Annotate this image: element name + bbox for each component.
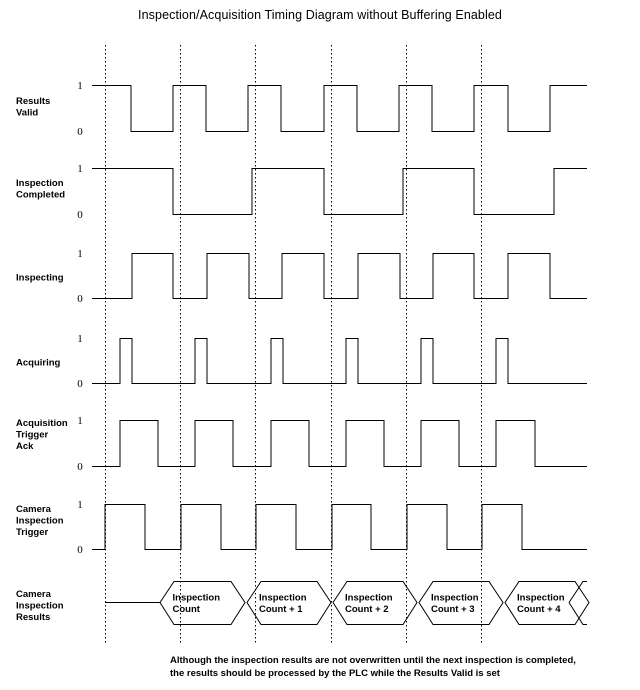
bus-cell-hexagon — [418, 581, 504, 625]
camera-inspection-results-bus: CameraInspectionResultsInspectionCountIn… — [16, 581, 590, 625]
signal-label-camera-inspection-trigger: Trigger — [16, 527, 49, 538]
page-title: Inspection/Acquisition Timing Diagram wi… — [138, 8, 502, 22]
signal-label-camera-inspection-results: Inspection — [16, 601, 64, 612]
signal-label-camera-inspection-results: Camera — [16, 589, 52, 600]
bus-cell-label: Count + 1 — [259, 604, 303, 615]
signal-label-inspecting: Inspecting — [16, 273, 64, 284]
level-tick-high: 1 — [77, 415, 83, 427]
level-tick-low: 0 — [77, 209, 83, 221]
bus-cell-hexagon — [504, 581, 590, 625]
footnote-note: Although the inspection results are not … — [170, 655, 640, 680]
signal-waveforms-group: ResultsValid10InspectionCompleted10Inspe… — [16, 80, 587, 556]
footnote-line-2: the results should be processed by the P… — [170, 667, 500, 679]
level-tick-low: 0 — [77, 378, 83, 390]
signal-label-acquisition-trigger-ack: Acquisition — [16, 418, 68, 429]
level-tick-low: 0 — [77, 126, 83, 138]
footnote-line-1: Although the inspection results are not … — [170, 655, 576, 666]
level-tick-high: 1 — [77, 499, 83, 511]
signal-label-acquiring: Acquiring — [16, 358, 61, 369]
signal-label-acquisition-trigger-ack: Ack — [16, 441, 34, 452]
bus-cell-label: Inspection — [259, 592, 307, 603]
signal-label-camera-inspection-results: Results — [16, 612, 50, 623]
level-tick-low: 0 — [77, 461, 83, 473]
level-tick-high: 1 — [77, 80, 83, 92]
signal-label-results-valid: Results — [16, 96, 50, 107]
bus-cell-label: Count + 2 — [345, 604, 389, 615]
bus-cell-label: Count + 3 — [431, 604, 475, 615]
waveform-acquisition-trigger-ack — [92, 420, 587, 467]
signal-label-results-valid: Valid — [16, 107, 38, 118]
level-tick-low: 0 — [77, 293, 83, 305]
waveform-acquiring — [92, 338, 587, 384]
level-tick-high: 1 — [77, 333, 83, 345]
signal-label-camera-inspection-trigger: Camera — [16, 504, 52, 515]
bus-tail-top — [568, 581, 587, 603]
signal-label-acquisition-trigger-ack: Trigger — [16, 430, 49, 441]
bus-cell-hexagon — [246, 581, 332, 625]
signal-label-inspection-completed: Inspection — [16, 178, 64, 189]
bus-cell-label: Inspection — [173, 592, 221, 603]
waveform-results-valid — [92, 85, 587, 132]
bus-cell-label: Inspection — [517, 592, 565, 603]
signal-row-inspecting: Inspecting 1 0 — [16, 248, 587, 305]
gridlines-group — [105, 45, 482, 645]
signal-label-camera-inspection-trigger: Inspection — [16, 516, 64, 527]
bus-cell-label: Inspection — [345, 592, 393, 603]
bus-cell-label: Inspection — [431, 592, 479, 603]
bus-cell-hexagon — [159, 581, 246, 625]
bus-cell-label: Count — [173, 604, 201, 615]
waveform-inspecting — [92, 253, 587, 299]
bus-cell-hexagon — [332, 581, 418, 625]
bus-tail-bottom — [568, 602, 587, 625]
level-tick-low: 0 — [77, 544, 83, 556]
level-tick-high: 1 — [77, 248, 83, 260]
signal-label-inspection-completed: Completed — [16, 189, 65, 200]
waveform-camera-inspection-trigger — [92, 504, 587, 550]
bus-cell-label: Count + 4 — [517, 604, 561, 615]
level-tick-high: 1 — [77, 163, 83, 175]
signal-row-acquiring: Acquiring 1 0 — [16, 333, 587, 390]
waveform-inspection-completed — [92, 168, 587, 215]
